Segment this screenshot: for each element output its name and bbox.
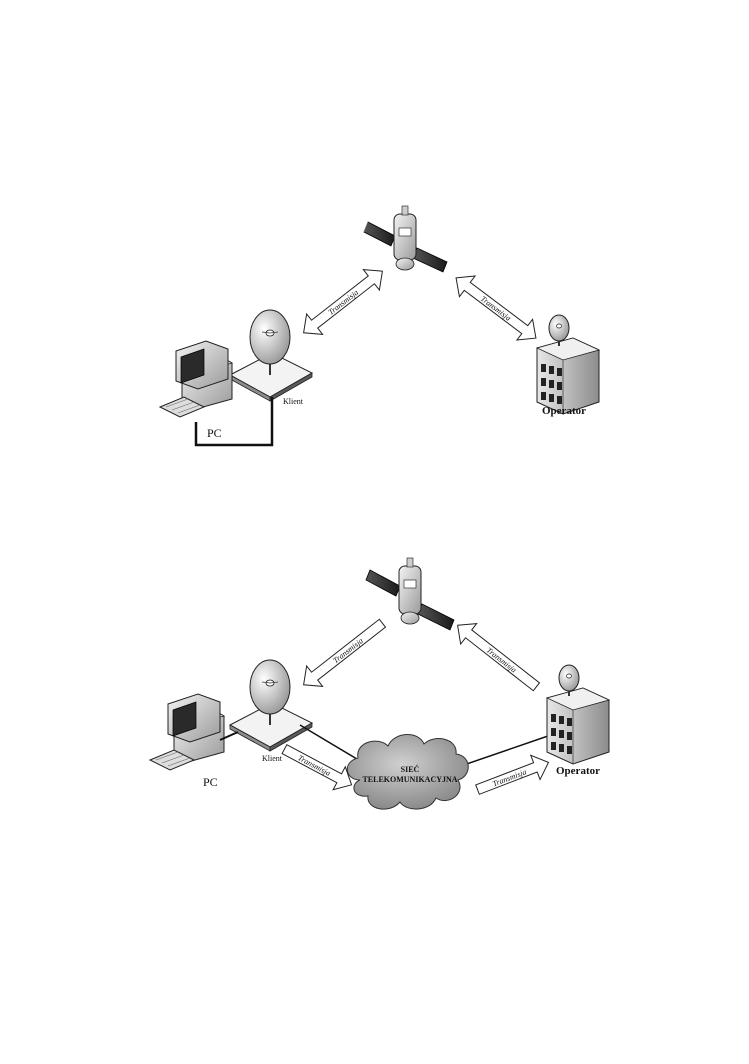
pc-label: PC (203, 775, 218, 789)
pc-icon (148, 693, 226, 771)
diagram-top-canvas: Transmisja Transmisja Klient PC (158, 205, 601, 447)
operator-building-icon (535, 314, 601, 415)
pc-icon (158, 340, 234, 418)
pc-label: PC (207, 426, 222, 440)
pc-dish-cable (219, 731, 239, 741)
transmission-arrow-operator-to-sat: Transmisja (457, 622, 541, 692)
client-label: Klient (283, 397, 304, 406)
satellite-icon (365, 557, 455, 631)
network-cloud-icon (346, 734, 469, 810)
client-dish-icon (228, 659, 314, 752)
client-dish-icon (228, 309, 314, 402)
satellite-icon (363, 205, 448, 273)
transmission-label-sat-to-client: Transmisja (331, 636, 365, 665)
operator-label: Operator (542, 405, 586, 417)
operator-label: Operator (556, 765, 600, 777)
network-label-line1: SIEĆ (401, 764, 420, 774)
diagram-bottom-canvas: Transmisja Transmisja Klient PC SIEĆ (148, 557, 611, 810)
operator-building-icon (545, 664, 611, 765)
transmission-arrow-sat-to-client: Transmisja (303, 618, 387, 688)
diagram-satellite-two-way: Transmisja Transmisja Klient PC (0, 180, 749, 480)
transmission-label-left: Transmisja (327, 288, 361, 317)
transmission-arrow-client-to-net: Transmisja (281, 744, 353, 791)
network-label-line2: TELEKOMUNIKACYJNA (362, 775, 457, 784)
transmission-arrow-right: Transmisja (455, 275, 537, 341)
diagram-satellite-with-network: Transmisja Transmisja Klient PC SIEĆ (0, 540, 749, 880)
pc-dish-cable (194, 397, 274, 447)
network-operator-link (454, 735, 549, 769)
client-label: Klient (262, 754, 283, 763)
transmission-label-operator-to-sat: Transmisja (485, 646, 519, 675)
transmission-arrow-left: Transmisja (303, 268, 383, 336)
transmission-label-right: Transmisja (479, 294, 513, 323)
